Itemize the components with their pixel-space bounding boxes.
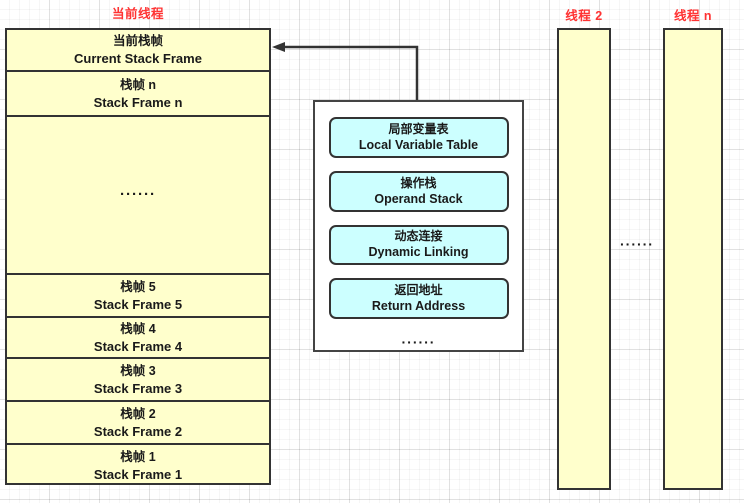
frame-label-cn: 栈帧 1: [120, 450, 156, 464]
detail-ellipsis: ······: [401, 334, 436, 350]
current-thread-label: 当前线程: [111, 7, 164, 21]
stack-frame-row: 栈帧 5 Stack Frame 5: [7, 275, 269, 318]
detail-label-en: Return Address: [371, 299, 466, 314]
current-thread-stack: 当前栈帧 Current Stack Frame 栈帧 n Stack Fram…: [5, 28, 271, 485]
threads-ellipsis: ······: [620, 236, 654, 252]
frame-label-cn: 栈帧 3: [120, 363, 156, 378]
detail-label-cn: 局部变量表: [388, 121, 449, 136]
detail-label-cn: 操作栈: [400, 175, 437, 190]
frame-label-cn: 栈帧 2: [120, 406, 156, 421]
frame-label-cn: 栈帧 n: [119, 77, 157, 92]
stack-frame-row: 栈帧 4 Stack Frame 4: [7, 318, 269, 359]
frame-label-cn: 栈帧 4: [120, 321, 156, 336]
detail-dynamic-linking: 动态连接 Dynamic Linking: [328, 224, 509, 266]
detail-label-cn: 动态连接: [394, 229, 443, 244]
detail-label-en: Local Variable Table: [358, 137, 479, 152]
frame-label-en: Current Stack Frame: [74, 51, 202, 66]
thread-2-stack: [557, 28, 611, 490]
frame-label-cn: 当前栈帧: [112, 34, 163, 48]
detail-label-cn: 返回地址: [394, 283, 443, 298]
frame-label-cn: 栈帧 5: [120, 279, 156, 294]
detail-label-en: Dynamic Linking: [368, 245, 469, 260]
stack-frame-row: 栈帧 3 Stack Frame 3: [7, 359, 269, 402]
thread-n-stack: [663, 28, 723, 490]
detail-operand-stack: 操作栈 Operand Stack: [328, 170, 509, 212]
detail-local-variable-table: 局部变量表 Local Variable Table: [328, 117, 509, 158]
stack-frame-detail-panel: 局部变量表 Local Variable Table 操作栈 Operand S…: [313, 100, 524, 352]
ellipsis: ······: [120, 186, 156, 203]
stack-frame-row: 栈帧 1 Stack Frame 1: [7, 445, 269, 487]
frame-label-en: Stack Frame 2: [93, 423, 183, 439]
detail-label-en: Operand Stack: [374, 191, 463, 206]
stack-frame-ellipsis-row: ······: [7, 117, 269, 275]
frame-label-en: Stack Frame 4: [93, 338, 183, 354]
frame-label-en: Stack Frame 1: [93, 467, 183, 482]
thread-2-label: 线程 2: [565, 9, 603, 23]
stack-frame-row: 栈帧 n Stack Frame n: [7, 72, 269, 117]
detail-return-address: 返回地址 Return Address: [328, 278, 509, 319]
frame-label-en: Stack Frame 5: [93, 296, 183, 312]
thread-n-label: 线程 n: [673, 9, 713, 23]
frame-label-en: Stack Frame n: [93, 94, 183, 110]
stack-frame-row: 当前栈帧 Current Stack Frame: [7, 30, 269, 72]
frame-label-en: Stack Frame 3: [93, 380, 183, 396]
stack-frame-row: 栈帧 2 Stack Frame 2: [7, 402, 269, 445]
